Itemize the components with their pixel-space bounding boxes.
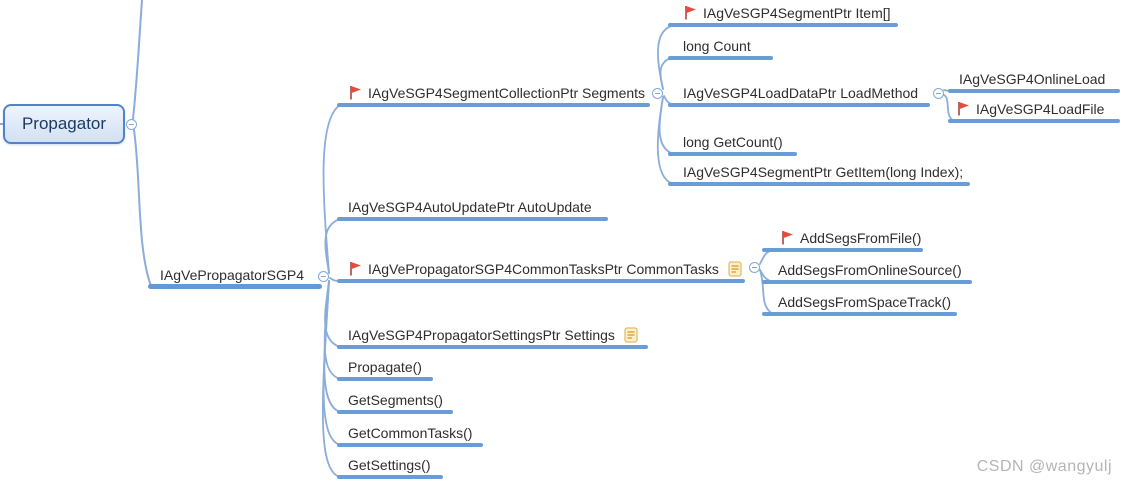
topic-label: AddSegsFromFile() (800, 230, 922, 246)
topic-label: IAgVeSGP4SegmentPtr Item[] (703, 5, 891, 21)
topic-label: Propagate() (348, 359, 422, 375)
topic-label: GetSegments() (348, 392, 443, 408)
topic-sgp4[interactable]: IAgVePropagatorSGP4 (148, 259, 322, 289)
flag-icon (348, 261, 362, 277)
topic-onlineload[interactable]: IAgVeSGP4OnlineLoad (948, 63, 1120, 93)
collapse-icon-segments[interactable] (652, 88, 663, 99)
note-icon[interactable] (624, 327, 638, 343)
collapse-icon-commontasks[interactable] (749, 262, 760, 273)
root-topic-propagator[interactable]: Propagator (3, 104, 125, 144)
topic-label: IAgVeSGP4PropagatorSettingsPtr Settings (348, 327, 615, 343)
topic-label: IAgVePropagatorSGP4CommonTasksPtr Common… (368, 261, 719, 277)
topic-label: IAgVePropagatorSGP4 (160, 267, 304, 283)
topic-label: AddSegsFromOnlineSource() (778, 262, 962, 278)
connector-commontasks-to-addspacetrack (759, 269, 774, 315)
connector-root-to-top-branch (132, 0, 143, 120)
topic-label: AddSegsFromSpaceTrack() (778, 294, 951, 310)
connector-sgp4-to-autoupdate (324, 218, 341, 274)
flag-icon (780, 230, 794, 246)
collapse-icon-sgp4[interactable] (318, 271, 329, 282)
topic-addsegsfromfile[interactable]: AddSegsFromFile() (762, 222, 923, 252)
topic-item[interactable]: IAgVeSGP4SegmentPtr Item[] (668, 0, 898, 27)
topic-loadmethod[interactable]: IAgVeSGP4LoadDataPtr LoadMethod (668, 77, 930, 107)
csdn-watermark: CSDN @wangyulj (976, 458, 1112, 475)
topic-getcommontasks[interactable]: GetCommonTasks() (337, 417, 483, 447)
topic-getsegments[interactable]: GetSegments() (337, 384, 453, 414)
topic-addsegsfromspacetrack[interactable]: AddSegsFromSpaceTrack() (762, 286, 957, 316)
flag-icon (683, 5, 697, 21)
connector-sgp4-to-getsettings (321, 280, 341, 478)
topic-label: IAgVeSGP4SegmentCollectionPtr Segments (368, 85, 646, 101)
topic-label: IAgVeSGP4OnlineLoad (959, 71, 1106, 87)
topic-label: long GetCount() (683, 134, 783, 150)
topic-loadfile[interactable]: IAgVeSGP4LoadFile (948, 93, 1120, 123)
topic-label: IAgVeSGP4LoadDataPtr LoadMethod (683, 85, 919, 101)
root-topic-label: Propagator (21, 114, 107, 133)
topic-getitem[interactable]: IAgVeSGP4SegmentPtr GetItem(long Index); (668, 156, 970, 186)
topic-getcount[interactable]: long GetCount() (668, 126, 797, 156)
topic-label: IAgVeSGP4AutoUpdatePtr AutoUpdate (348, 199, 592, 215)
flag-icon (348, 85, 362, 101)
collapse-icon-root[interactable] (126, 119, 137, 130)
topic-label: long Count (683, 38, 751, 54)
topic-getsettings[interactable]: GetSettings() (337, 449, 443, 479)
note-icon[interactable] (728, 261, 742, 277)
connector-sgp4-to-segments (322, 104, 341, 274)
topic-label: GetSettings() (348, 457, 431, 473)
topic-count[interactable]: long Count (668, 30, 773, 60)
collapse-icon-loadmethod[interactable] (933, 88, 944, 99)
topic-label: IAgVeSGP4SegmentPtr GetItem(long Index); (683, 164, 964, 180)
connector-segments-to-count (659, 57, 672, 90)
topic-propagate[interactable]: Propagate() (337, 351, 433, 381)
flag-icon (956, 101, 970, 117)
topic-segments[interactable]: IAgVeSGP4SegmentCollectionPtr Segments (337, 77, 650, 107)
topic-addsegsfromonlinesource[interactable]: AddSegsFromOnlineSource() (762, 254, 972, 284)
connector-segments-to-getitem (656, 96, 674, 185)
topic-settings[interactable]: IAgVeSGP4PropagatorSettingsPtr Settings (337, 319, 648, 349)
topic-label: GetCommonTasks() (348, 425, 473, 441)
topic-label: IAgVeSGP4LoadFile (976, 101, 1105, 117)
topic-autoupdate[interactable]: IAgVeSGP4AutoUpdatePtr AutoUpdate (337, 191, 608, 221)
topic-commontasks[interactable]: IAgVePropagatorSGP4CommonTasksPtr Common… (337, 253, 745, 283)
connector-root-to-sgp4 (133, 129, 152, 287)
